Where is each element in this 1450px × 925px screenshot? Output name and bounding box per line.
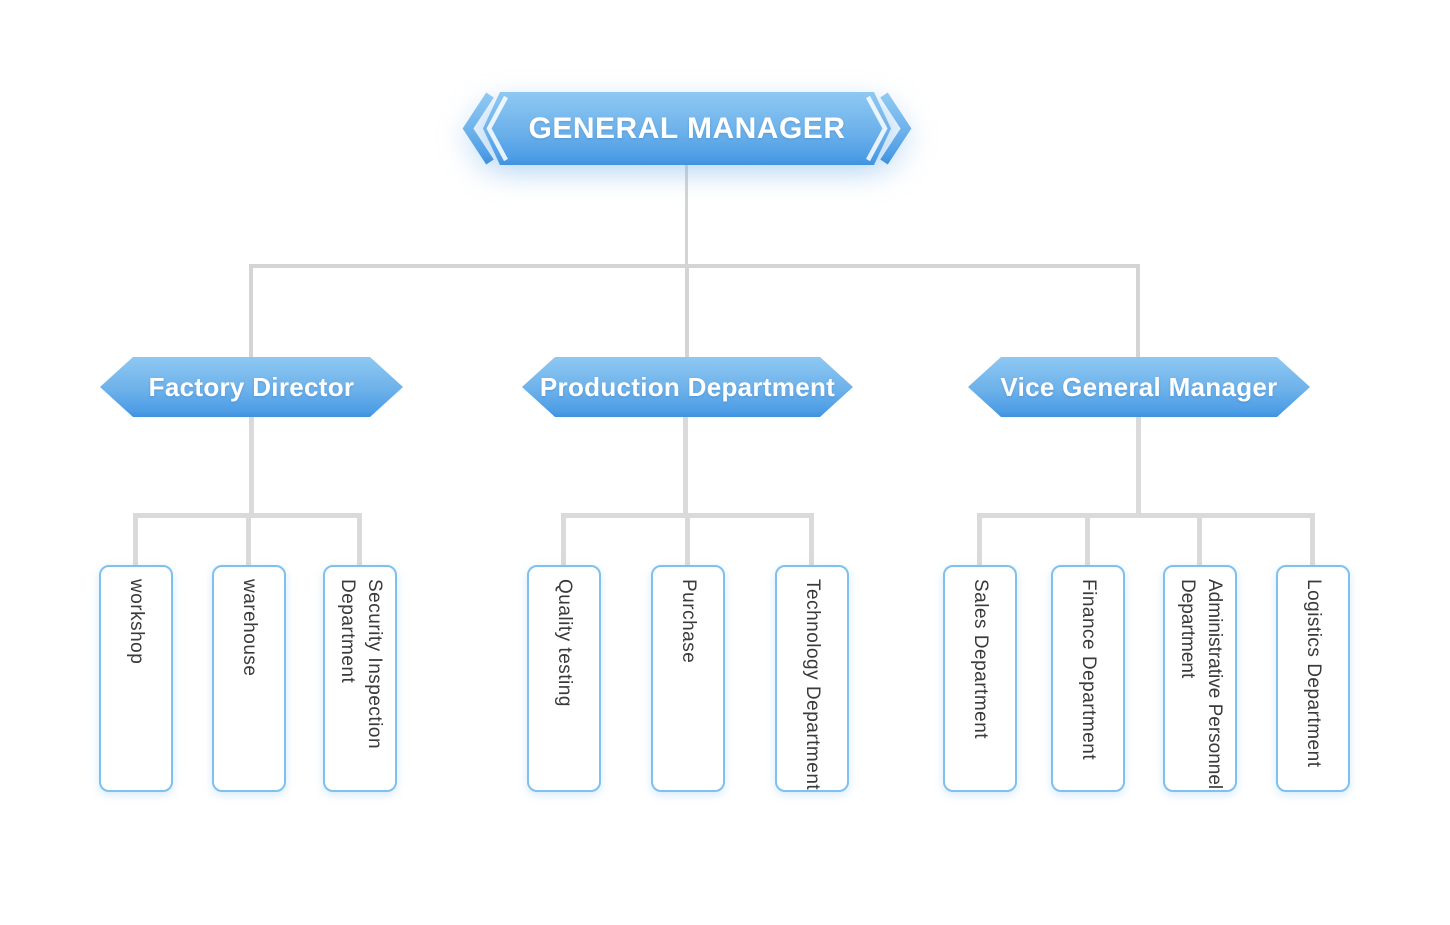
connector-drop-factory-director: [249, 264, 253, 359]
node-warehouse: warehouse: [212, 565, 286, 792]
connector-stub-finance: [1085, 513, 1090, 567]
leaf-label: Purchase: [678, 578, 700, 663]
node-technology-department: Technology Department: [775, 565, 849, 792]
left-inner-chevron-icon: [486, 95, 508, 162]
connector-vice-horizontal: [977, 513, 1315, 518]
connector-vice-vertical: [1136, 415, 1141, 517]
banner-chevron-ribbon-icon: [462, 92, 912, 165]
node-quality-testing: Quality testing: [527, 565, 601, 792]
left-chevron-icon: [462, 92, 494, 165]
node-logistics-department: Logistics Department: [1276, 565, 1350, 792]
branch-label: Factory Director: [148, 371, 355, 402]
connector-drop-vice-general-manager: [1136, 264, 1140, 359]
branch-label: Vice General Manager: [1000, 371, 1278, 402]
connector-factory-vertical: [249, 415, 254, 517]
connector-level1-horizontal: [249, 264, 1140, 268]
node-security-inspection-department: Security Inspection Department: [323, 565, 397, 792]
connector-stub-sales: [977, 513, 982, 567]
connector-drop-production-department: [685, 264, 689, 359]
right-chevron-icon: [880, 92, 912, 165]
connector-stub-quality-testing: [561, 513, 566, 567]
node-factory-director: Factory Director: [100, 357, 403, 417]
node-administrative-personnel-department: Administrative Personnel Department: [1163, 565, 1237, 792]
connector-root-vertical: [685, 163, 688, 266]
leaf-label: Security Inspection Department: [337, 578, 385, 749]
node-finance-department: Finance Department: [1051, 565, 1125, 792]
leaf-label: warehouse: [239, 578, 261, 676]
connector-stub-admin-personnel: [1197, 513, 1202, 567]
root-label: GENERAL MANAGER: [528, 111, 846, 145]
connector-stub-warehouse: [246, 513, 251, 567]
leaf-label: Technology Department: [802, 578, 824, 790]
connector-stub-technology: [809, 513, 814, 567]
node-vice-general-manager: Vice General Manager: [968, 357, 1310, 417]
node-sales-department: Sales Department: [943, 565, 1017, 792]
node-production-department: Production Department: [522, 357, 853, 417]
leaf-label: Finance Department: [1078, 578, 1100, 760]
connector-stub-workshop: [133, 513, 138, 567]
branch-label: Production Department: [539, 371, 836, 402]
leaf-label: workshop: [126, 578, 148, 664]
connector-stub-logistics: [1310, 513, 1315, 567]
connector-production-vertical: [683, 415, 688, 517]
leaf-label: Logistics Department: [1303, 578, 1325, 767]
leaf-label: Administrative Personnel Department: [1177, 578, 1225, 789]
connector-stub-purchase: [685, 513, 690, 567]
node-purchase: Purchase: [651, 565, 725, 792]
right-inner-chevron-icon: [866, 95, 888, 162]
leaf-label: Quality testing: [554, 578, 576, 707]
leaf-label: Sales Department: [970, 578, 992, 739]
connector-stub-security-inspection: [357, 513, 362, 567]
banner-body: [483, 92, 891, 165]
node-general-manager: GENERAL MANAGER: [448, 92, 926, 165]
node-workshop: workshop: [99, 565, 173, 792]
